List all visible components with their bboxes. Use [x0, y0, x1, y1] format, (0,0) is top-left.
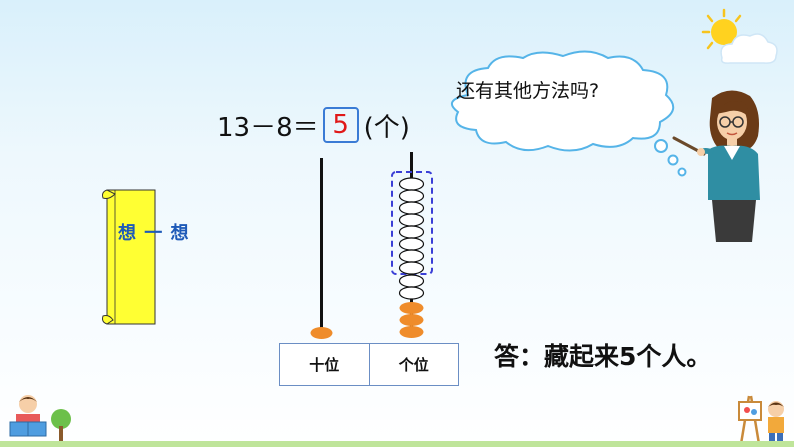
sun-cloud-icon — [701, 8, 778, 64]
hidden-beads — [398, 177, 425, 275]
ones-place-label: 个位 — [368, 344, 459, 385]
equation-answer-box: 5 — [322, 107, 359, 143]
tens-bead — [310, 327, 333, 339]
thought-bubble-text: 还有其他方法吗? — [456, 80, 600, 102]
scroll-text: 想 一 想 — [118, 223, 190, 244]
painter-child-icon — [768, 401, 784, 443]
tens-place-label: 十位 — [309, 356, 340, 374]
abacus — [310, 152, 433, 339]
tree-icon — [51, 409, 71, 442]
remaining-beads — [398, 274, 425, 338]
equation-left: 13－8＝ — [217, 112, 319, 143]
reading-child-icon — [9, 395, 47, 437]
grass-icon — [0, 441, 794, 447]
place-value-table: 十位 个位 — [279, 343, 459, 386]
easel-icon — [738, 395, 762, 444]
equation-unit: (个) — [363, 112, 410, 143]
tens-rod — [320, 158, 323, 330]
teacher-illustration — [672, 90, 760, 242]
scroll-banner — [102, 189, 156, 325]
equation: 13－8＝ 5 (个) — [217, 105, 410, 145]
answer-sentence: 答：藏起来5个人。 — [494, 342, 712, 371]
thought-bubble — [450, 50, 687, 177]
